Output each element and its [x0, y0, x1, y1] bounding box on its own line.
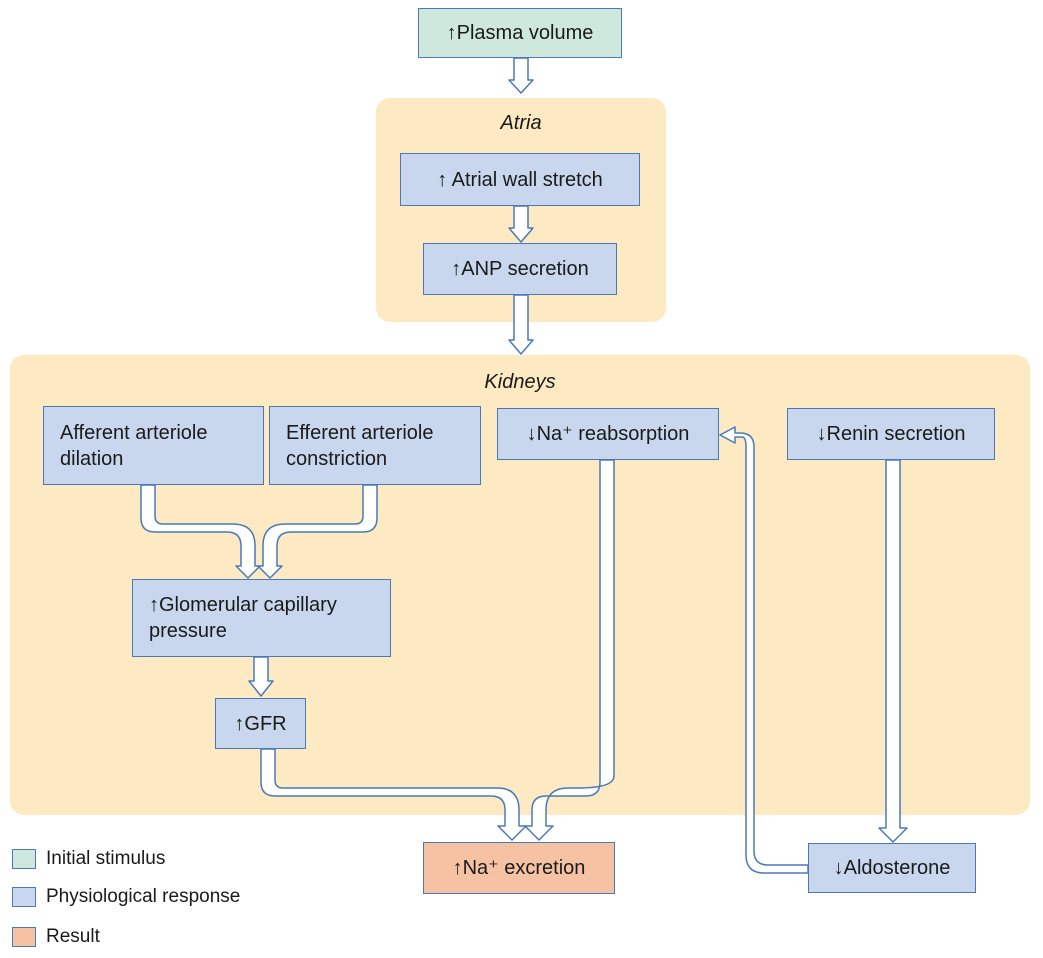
- legend-item-initial-stimulus: Initial stimulus: [12, 848, 165, 870]
- node-efferent-constriction: Efferent arteriole constriction: [269, 406, 481, 485]
- legend-label: Physiological response: [46, 886, 241, 907]
- legend-swatch-response: [12, 887, 36, 907]
- node-atrial-wall-stretch: ↑ Atrial wall stretch: [400, 153, 640, 206]
- node-na-excretion: ↑Na⁺ excretion: [423, 842, 615, 894]
- arrow-reabsorption-to-excretion: [524, 459, 615, 841]
- node-afferent-dilation: Afferent arteriole dilation: [43, 406, 264, 485]
- node-aldosterone: ↓Aldosterone: [808, 843, 976, 893]
- legend-item-result: Result: [12, 926, 100, 948]
- arrow-gfr-to-excretion: [260, 748, 527, 841]
- arrow-anp-to-kidneys: [508, 294, 534, 355]
- arrow-efferent-to-glomerular: [257, 484, 378, 579]
- legend-swatch-result: [12, 927, 36, 947]
- arrow-aldosterone-to-reabsorption: [719, 426, 809, 874]
- node-plasma-volume: ↑Plasma volume: [418, 8, 622, 58]
- atria-title: Atria: [500, 112, 542, 134]
- legend-item-physiological-response: Physiological response: [12, 886, 240, 908]
- arrow-renin-to-aldosterone: [878, 459, 908, 843]
- arrow-plasma-to-atria: [508, 57, 534, 94]
- legend-label: Result: [46, 926, 100, 947]
- legend-label: Initial stimulus: [46, 848, 166, 869]
- node-gfr: ↑GFR: [215, 698, 306, 749]
- arrow-stretch-to-anp: [508, 205, 534, 243]
- node-na-reabsorption: ↓Na⁺ reabsorption: [497, 408, 719, 460]
- legend-swatch-stimulus: [12, 849, 36, 869]
- node-renin-secretion: ↓Renin secretion: [787, 408, 995, 460]
- arrow-glomerular-to-gfr: [248, 656, 274, 697]
- node-glomerular-pressure: ↑Glomerular capillary pressure: [132, 579, 391, 657]
- kidneys-title: Kidneys: [484, 371, 556, 393]
- node-anp-secretion: ↑ANP secretion: [423, 243, 617, 295]
- arrow-afferent-to-glomerular: [140, 484, 261, 579]
